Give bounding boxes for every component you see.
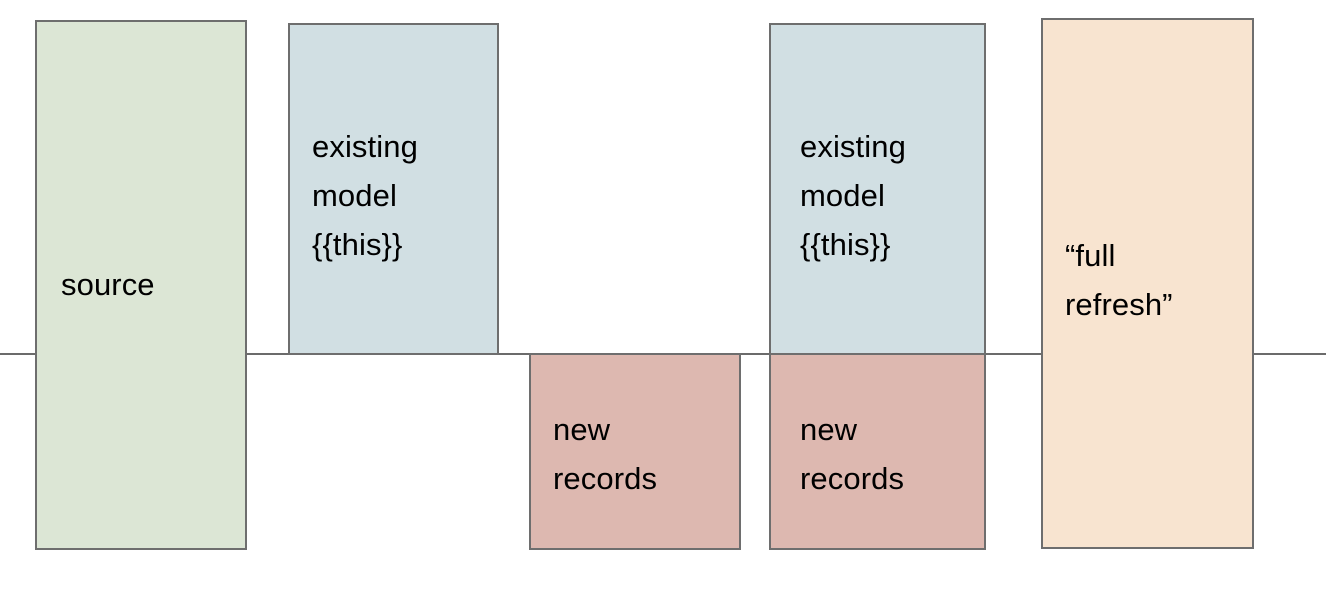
block-new-records-2[interactable]: new records [769,353,986,550]
block-new-records-2-label: new records [800,412,905,496]
block-existing-model-1[interactable]: existing model {{this}} [288,23,499,355]
block-full-refresh[interactable]: “full refresh” [1041,18,1254,549]
block-new-records-1-label: new records [553,412,658,496]
block-new-records-1[interactable]: new records [529,353,741,550]
block-full-refresh-label: “full refresh” [1065,238,1173,322]
block-existing-model-2[interactable]: existing model {{this}} [769,23,986,355]
block-source-label: source [61,266,155,302]
block-existing-model-2-label: existing model {{this}} [800,129,906,262]
block-source[interactable]: source [35,20,247,550]
block-existing-model-1-label: existing model {{this}} [312,129,418,262]
